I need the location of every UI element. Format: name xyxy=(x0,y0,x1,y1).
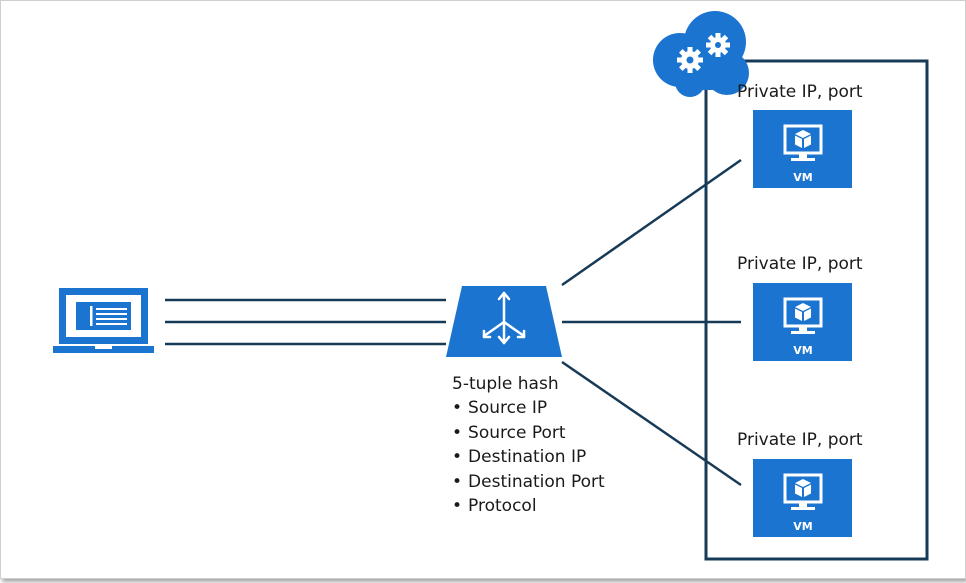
vm-tile: VM xyxy=(753,110,852,188)
hash-field: Destination Port xyxy=(452,470,605,495)
load-balancer-icon xyxy=(446,286,562,357)
laptop-icon xyxy=(53,288,154,353)
monitor-cube-icon xyxy=(783,297,823,334)
vm-tiles: VM VM VM xyxy=(753,110,852,537)
hash-title: 5-tuple hash xyxy=(452,374,559,394)
hash-field: Source Port xyxy=(452,421,605,446)
cloud-gears-icon xyxy=(653,11,749,97)
vm-label: Private IP, port xyxy=(737,82,863,102)
vm-label: Private IP, port xyxy=(737,430,863,450)
vm-link xyxy=(561,360,742,487)
hash-field: Destination IP xyxy=(452,445,605,470)
vm-tag: VM xyxy=(793,344,812,357)
monitor-cube-icon xyxy=(783,473,823,510)
client-links xyxy=(165,298,446,346)
vm-links xyxy=(561,158,742,487)
vm-label: Private IP, port xyxy=(737,254,863,274)
cloud-service-boundary xyxy=(704,59,929,561)
hash-field-list: Source IP Source Port Destination IP Des… xyxy=(452,396,605,519)
vm-tag: VM xyxy=(793,171,812,184)
hash-field: Source IP xyxy=(452,396,605,421)
hash-field: Protocol xyxy=(452,494,605,519)
monitor-cube-icon xyxy=(783,124,823,161)
vm-link xyxy=(561,158,742,287)
vm-tag: VM xyxy=(793,520,812,533)
vm-tile: VM xyxy=(753,459,852,537)
vm-tile: VM xyxy=(753,283,852,361)
